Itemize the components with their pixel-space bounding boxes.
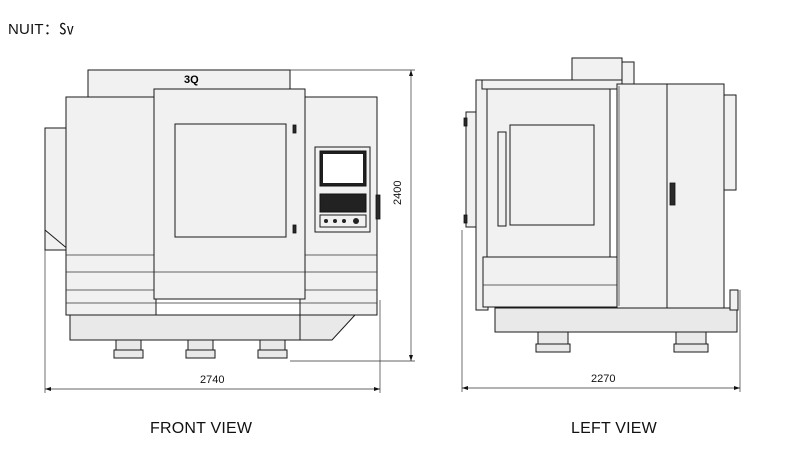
left-view-label: LEFT VIEW [571, 420, 657, 437]
unit-label: NUIT：㏜ [8, 21, 75, 38]
front-height-dimension: 2400 [392, 180, 404, 205]
front-height-dimension-line [290, 69, 415, 362]
left-view-machine [463, 57, 739, 353]
front-width-dimension-line [44, 250, 381, 393]
front-logo: 3Q [184, 74, 199, 86]
front-view-label: FRONT VIEW [150, 420, 253, 437]
left-width-dimension: 2270 [591, 373, 616, 385]
front-width-dimension: 2740 [200, 374, 225, 386]
left-width-dimension-line [461, 230, 741, 392]
front-view-machine [44, 69, 381, 359]
